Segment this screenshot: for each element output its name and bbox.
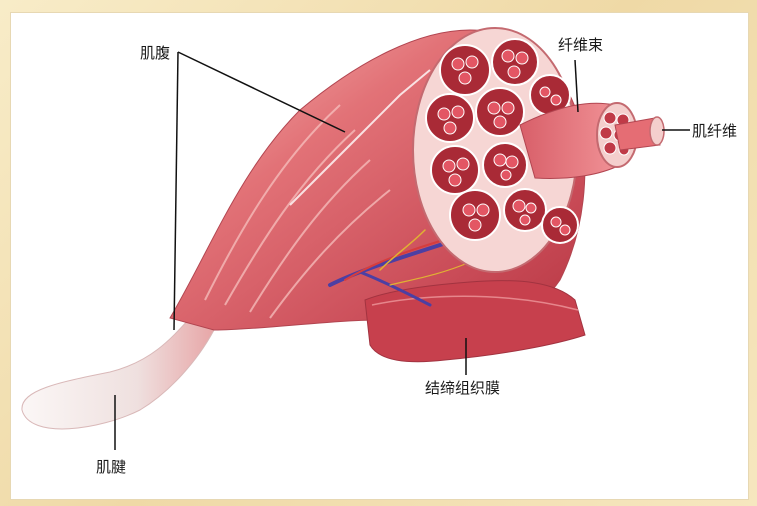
label-fiber-bundle: 纤维束 bbox=[558, 36, 603, 54]
label-muscle-belly: 肌腹 bbox=[140, 44, 170, 62]
label-tendon: 肌腱 bbox=[96, 458, 126, 476]
muscle-fiber-end bbox=[650, 117, 664, 145]
connective-membrane-shape bbox=[365, 281, 585, 362]
label-connective-membrane: 结缔组织膜 bbox=[425, 379, 500, 397]
tendon-shape bbox=[22, 318, 214, 429]
label-muscle-fiber: 肌纤维 bbox=[692, 122, 737, 140]
